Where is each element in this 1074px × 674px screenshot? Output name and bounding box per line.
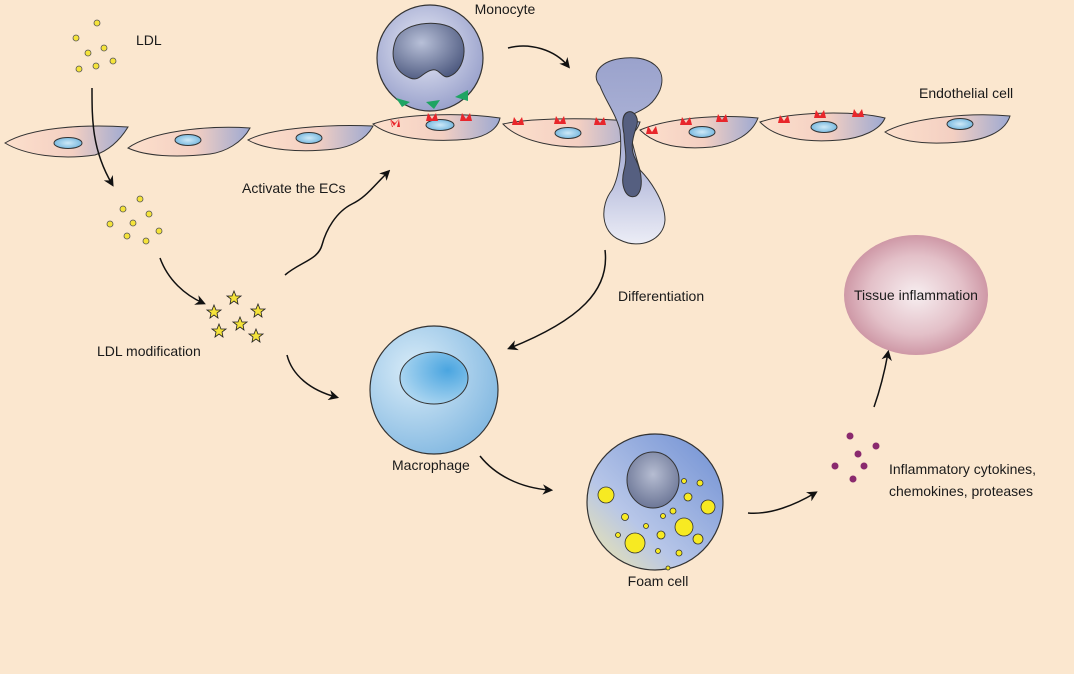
label-endothelial-cell: Endothelial cell — [919, 85, 1013, 101]
arrows — [91, 45, 892, 514]
star-icon — [225, 289, 243, 305]
arrow-to-macrophage — [286, 354, 340, 401]
star-icon — [210, 322, 228, 338]
endothelial-cell — [4, 125, 129, 158]
transmigrating-nucleus — [622, 111, 642, 198]
arrow-activate-ecs — [284, 169, 391, 276]
label-monocyte: Monocyte — [475, 1, 536, 17]
endothelial-layer — [4, 112, 1011, 158]
arrow-differentiation — [507, 249, 607, 351]
arrow-ldl-entry — [91, 87, 114, 187]
star-icon — [247, 327, 265, 343]
arrow-to-cytokines — [747, 491, 818, 514]
label-cytokines-line2: chemokines, proteases — [889, 483, 1033, 499]
ldl-particles — [72, 19, 117, 73]
label-cytokines-line1: Inflammatory cytokines, — [889, 461, 1036, 477]
receptor-icon — [778, 115, 790, 123]
foam-cell — [586, 433, 724, 571]
receptor-icon — [716, 114, 728, 122]
endothelial-cell-activated — [759, 112, 886, 142]
modified-ldl — [205, 289, 267, 343]
arrow-ldl-modification — [159, 257, 206, 305]
star-icon — [249, 302, 267, 318]
endothelial-cell-activated — [372, 114, 501, 141]
receptor-icon — [512, 117, 524, 125]
monocyte-nucleus — [392, 22, 465, 80]
receptor-icon — [554, 116, 566, 124]
label-differentiation: Differentiation — [618, 288, 704, 304]
endothelial-cell — [884, 114, 1011, 144]
receptor-icon — [390, 119, 400, 127]
arrow-to-foam-cell — [479, 455, 554, 495]
receptor-icon — [852, 109, 864, 117]
label-macrophage: Macrophage — [392, 457, 470, 473]
receptor-icon — [594, 117, 606, 125]
receptor-icon — [680, 117, 692, 125]
star-icon — [231, 315, 249, 331]
label-foam-cell: Foam cell — [628, 573, 689, 589]
receptor-icon — [814, 110, 826, 118]
ldl-particles-subendothelial — [106, 195, 163, 245]
macrophage-nucleus — [399, 351, 469, 405]
foam-cell-nucleus — [626, 451, 680, 509]
endothelial-cell — [127, 126, 251, 157]
endothelial-cell-activated — [639, 116, 759, 149]
adhesion-receptors — [390, 109, 864, 134]
cytokines — [831, 432, 880, 483]
star-icon — [205, 303, 223, 319]
transmigrating-monocyte — [595, 57, 666, 245]
tissue-inflammation-blob — [844, 235, 988, 355]
receptor-icon — [460, 113, 472, 121]
label-ldl: LDL — [136, 32, 162, 48]
label-tissue-inflammation: Tissue inflammation — [854, 287, 978, 303]
label-ldl-modification: LDL modification — [97, 343, 201, 359]
endothelial-cell-activated — [502, 118, 641, 148]
macrophage — [369, 325, 499, 455]
monocyte — [376, 4, 484, 112]
endothelial-cell — [246, 125, 374, 152]
label-activate-ecs: Activate the ECs — [242, 180, 346, 196]
monocyte-ligands — [396, 90, 468, 109]
lipid-droplets — [597, 478, 716, 571]
arrow-to-inflammation — [873, 349, 892, 408]
receptor-icon — [646, 126, 658, 134]
arrow-monocyte-migration — [507, 45, 570, 69]
receptor-icon — [426, 113, 438, 121]
